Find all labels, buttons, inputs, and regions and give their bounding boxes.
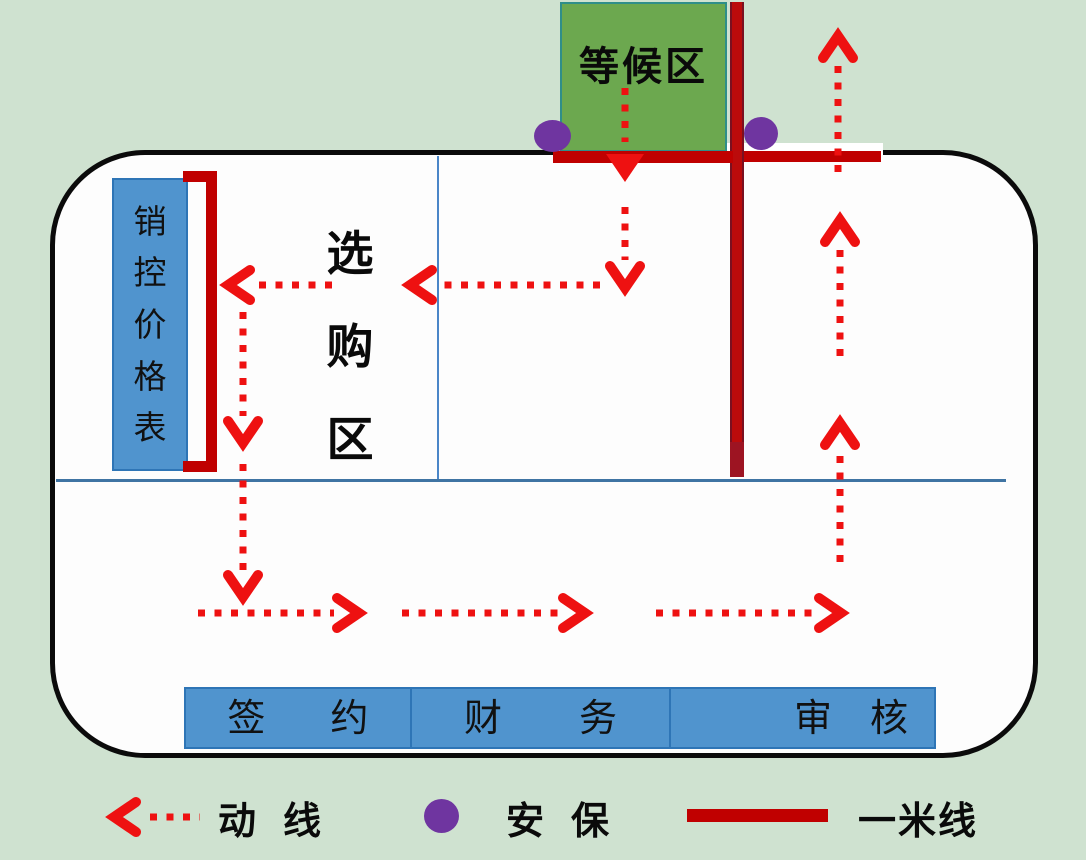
selection-area-char: 购	[326, 320, 374, 375]
price-board-char: 销	[133, 201, 167, 241]
counter-signing-char: 签	[227, 696, 266, 740]
legend-label-char: 线	[283, 798, 322, 843]
one-meter-line-priceboard	[206, 172, 217, 472]
price-board-char: 表	[133, 408, 167, 448]
one-meter-line-priceboard-cap	[183, 461, 217, 472]
security-guard-dot	[744, 117, 778, 150]
price-board-char: 控	[133, 253, 167, 293]
selection-area-char: 选	[326, 227, 374, 282]
sales-hall-outline	[50, 150, 1038, 758]
counter-audit: 审 核	[669, 689, 934, 747]
legend-label-char: 安	[506, 798, 545, 843]
counter-finance-char: 务	[579, 696, 618, 740]
price-board-char: 价	[133, 304, 167, 344]
counter-row: 签 约 财 务 审 核	[184, 687, 936, 749]
legend: 动 线 安 保 一米线	[0, 788, 1086, 848]
counter-audit-char: 审	[793, 696, 832, 740]
selection-area-label: 选 购 区	[324, 231, 376, 464]
legend-label-char: 保	[571, 798, 610, 843]
legend-security-label: 安 保	[506, 788, 609, 846]
price-board-char: 格	[133, 356, 167, 396]
counter-finance-char: 财	[464, 696, 503, 740]
selection-area-char: 区	[326, 413, 374, 468]
legend-one-meter-label: 一米线	[858, 798, 979, 843]
counter-signing-char: 约	[330, 696, 369, 740]
waiting-area: 等候区	[560, 2, 727, 152]
counter-signing: 签 约	[186, 689, 410, 747]
legend-label-char: 动	[218, 798, 257, 843]
counter-audit-char: 核	[869, 696, 908, 740]
one-meter-line-priceboard-cap	[183, 171, 217, 182]
one-meter-line-entrance-left	[553, 151, 733, 163]
counter-finance: 财 务	[409, 689, 670, 747]
security-dot-icon	[424, 799, 459, 833]
security-guard-dot	[534, 120, 571, 152]
one-meter-line-entrance-right	[744, 151, 881, 162]
price-board: 销 控 价 格 表	[112, 178, 188, 471]
partition-line-vertical	[437, 156, 439, 480]
one-meter-line-vertical	[730, 2, 744, 477]
partition-line-horizontal	[56, 479, 1006, 482]
legend-moving-line-label: 动 线	[218, 788, 321, 846]
waiting-area-label: 等候区	[579, 44, 708, 90]
one-meter-line-vertical-tip	[730, 442, 744, 477]
one-meter-line-icon	[687, 809, 828, 822]
